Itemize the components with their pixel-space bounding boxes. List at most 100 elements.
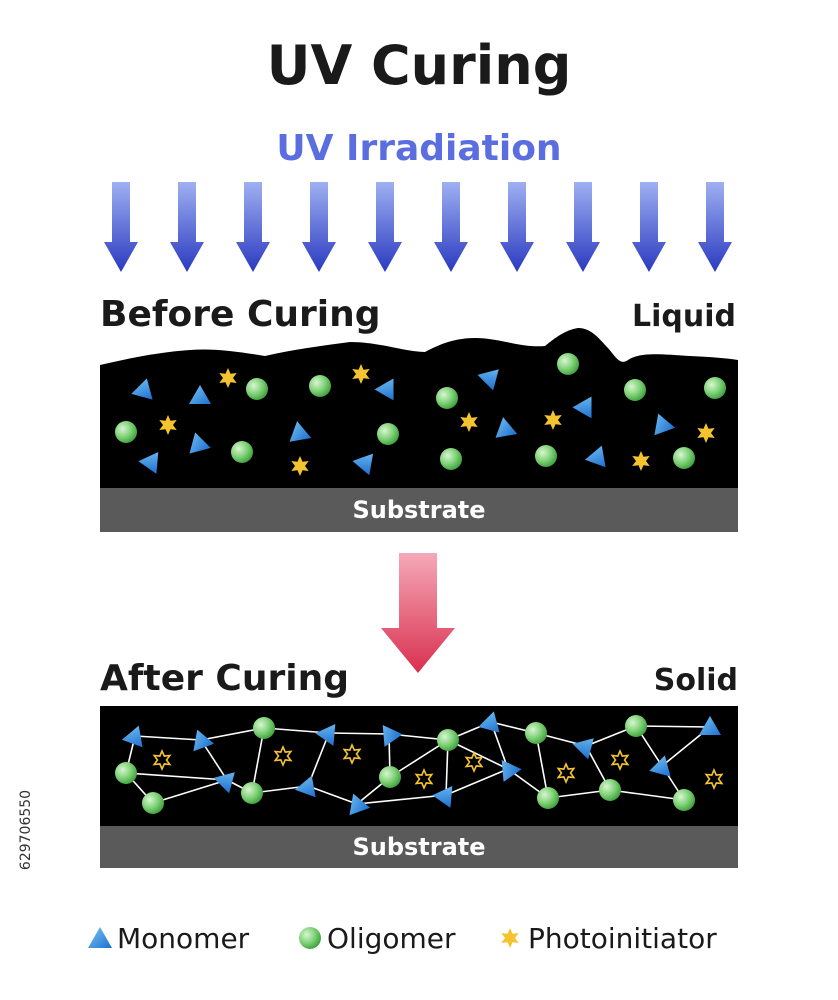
photoinitiator [414, 768, 434, 790]
photoinitiator-legend-icon [501, 928, 519, 948]
monomer [131, 378, 153, 400]
uv-arrow [104, 182, 138, 272]
after-substrate [100, 826, 738, 868]
oligomer-legend-icon [299, 927, 321, 949]
legend-oligomer-label: Oligomer [327, 922, 456, 955]
network-bond [152, 779, 228, 804]
polymer-network [115, 711, 724, 816]
monomer [501, 759, 522, 782]
oligomer [557, 353, 579, 375]
monomer [352, 453, 374, 476]
network-bond [328, 732, 390, 735]
oligomer [379, 766, 401, 788]
before-substrate-label: Substrate [352, 496, 485, 524]
oligomer [309, 375, 331, 397]
photoinitiator [352, 364, 370, 384]
uv-irradiation-label: UV Irradiation [276, 128, 561, 169]
oligomer [704, 377, 726, 399]
photoinitiator-legend-star [501, 928, 519, 948]
legend-photoinitiator-label: Photoinitiator [528, 922, 717, 955]
oligomer [377, 423, 399, 445]
before-curing-heading: Before Curing [100, 294, 381, 335]
uv-arrow [236, 182, 270, 272]
oligomer [241, 782, 263, 804]
network-bond [307, 785, 358, 805]
oligomer [599, 779, 621, 801]
photoinitiator [556, 762, 576, 784]
monomer [374, 378, 394, 401]
photoinitiator [464, 751, 484, 773]
oligomer [673, 789, 695, 811]
network-bond [445, 768, 509, 796]
page-title: UV Curing [267, 34, 572, 97]
oligomer [625, 715, 647, 737]
photoinitiator [273, 745, 293, 767]
monomer [432, 785, 453, 808]
photoinitiator [697, 423, 715, 443]
network-bond [447, 739, 509, 770]
monomer [478, 711, 500, 733]
uv-arrow [500, 182, 534, 272]
monomer [138, 451, 159, 474]
network-bond [389, 739, 449, 778]
photoinitiator [610, 749, 630, 771]
liquid-state-label: Liquid [632, 299, 736, 334]
monomer [382, 724, 403, 747]
monomer [189, 385, 211, 404]
legend-monomer-label: Monomer [117, 922, 250, 955]
process-arrow [381, 553, 455, 673]
monomer [121, 725, 143, 748]
uv-arrows [104, 182, 732, 272]
photoinitiator [152, 749, 172, 771]
photoinitiator [291, 456, 309, 476]
oligomer [436, 387, 458, 409]
uv-arrow [632, 182, 666, 272]
oligomer [624, 379, 646, 401]
before-particles [115, 353, 726, 476]
monomer [289, 421, 312, 442]
uv-arrow [302, 182, 336, 272]
oligomer [142, 792, 164, 814]
monomer [315, 723, 336, 746]
photoinitiator [159, 415, 177, 435]
monomer [189, 432, 211, 454]
monomer [193, 729, 215, 752]
oligomer [673, 447, 695, 469]
photoinitiator [544, 410, 562, 430]
liquid-layer [100, 328, 738, 490]
photoinitiator [632, 451, 650, 471]
uv-arrow [170, 182, 204, 272]
monomer [572, 738, 594, 760]
monomer [477, 369, 499, 391]
monomer [294, 775, 316, 798]
oligomer [537, 787, 559, 809]
oligomer [246, 378, 268, 400]
monomer [495, 417, 518, 438]
oligomer [115, 421, 137, 443]
oligomer [231, 441, 253, 463]
photoinitiator [219, 368, 237, 388]
solid-state-label: Solid [654, 663, 738, 698]
uv-arrow [566, 182, 600, 272]
stock-id: 629706550 [18, 790, 34, 870]
network-bond [356, 794, 447, 805]
network-bond [535, 732, 549, 799]
network-bond [609, 789, 685, 801]
oligomer [525, 722, 547, 744]
monomer [572, 396, 592, 419]
photoinitiator [460, 412, 478, 432]
after-substrate-label: Substrate [352, 833, 485, 861]
uv-arrow [698, 182, 732, 272]
legend: Monomer Oligomer Photoinitiator [88, 922, 717, 955]
network-bond [251, 727, 265, 794]
after-curing-heading: After Curing [100, 658, 349, 699]
oligomer [253, 717, 275, 739]
network-bond [125, 772, 228, 781]
network-bond [635, 725, 711, 728]
monomer [649, 755, 671, 777]
before-substrate [100, 488, 738, 532]
uv-arrow [368, 182, 402, 272]
monomer-legend-icon [88, 927, 112, 948]
oligomer [437, 729, 459, 751]
